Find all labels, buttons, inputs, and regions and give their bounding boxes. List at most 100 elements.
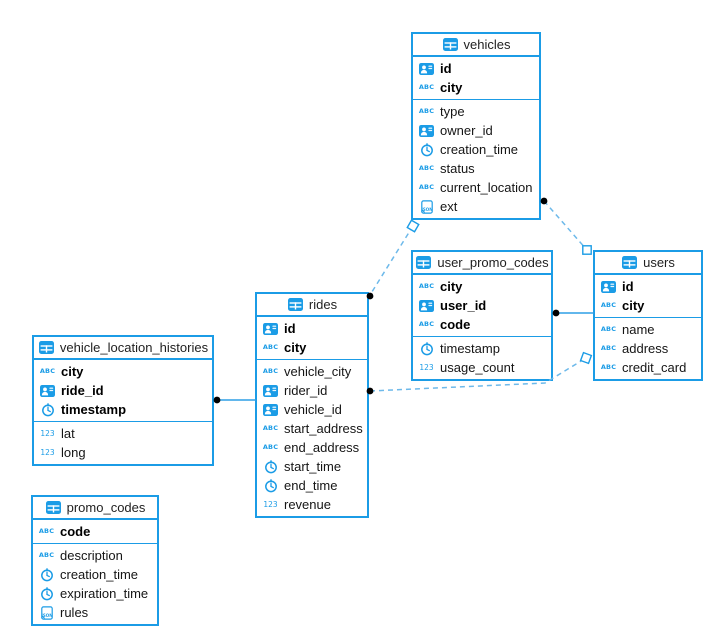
table-icon [442,38,459,51]
column-row[interactable]: ABC address [595,339,701,358]
column-label: revenue [284,497,331,512]
id-badge-icon [600,280,617,293]
column-row[interactable]: ride_id [34,381,212,400]
table-icon [38,341,55,354]
text-type-icon: ABC [262,424,279,433]
column-row[interactable]: id [413,59,539,78]
column-row[interactable]: id [257,319,367,338]
column-label: user_id [440,298,487,313]
column-row[interactable]: JSON rules [33,603,157,622]
id-badge-icon [39,384,56,397]
column-label: expiration_time [60,586,149,601]
column-row[interactable]: ABC vehicle_city [257,362,367,381]
relationship-rides-users[interactable] [369,357,587,392]
column-label: name [622,322,655,337]
text-type-icon: ABC [418,320,435,329]
column-row[interactable]: end_time [257,476,367,495]
column-row[interactable]: expiration_time [33,584,157,603]
column-row[interactable]: timestamp [34,400,212,419]
column-label: id [440,61,452,76]
text-type-icon: ABC [38,551,55,560]
column-row[interactable]: creation_time [413,140,539,159]
column-row[interactable]: JSON ext [413,197,539,216]
column-row[interactable]: start_time [257,457,367,476]
table-icon [415,256,432,269]
column-label: start_address [284,421,363,436]
text-type-icon: ABC [600,344,617,353]
id-badge-icon [262,322,279,335]
column-row[interactable]: ABC start_address [257,419,367,438]
json-icon: JSON [38,605,55,620]
column-row[interactable]: vehicle_id [257,400,367,419]
column-label: timestamp [440,341,500,356]
column-label: status [440,161,475,176]
relationship-vehicles-users[interactable] [543,200,588,251]
column-row[interactable]: user_id [413,296,551,315]
column-label: credit_card [622,360,687,375]
column-label: creation_time [60,567,139,582]
column-row[interactable]: owner_id [413,121,539,140]
column-row[interactable]: id [595,277,701,296]
clock-icon [262,459,279,474]
table-header[interactable]: vehicle_location_histories [34,337,212,360]
id-badge-icon [418,124,435,137]
relationship-vehicles-rides[interactable] [369,225,414,296]
table-icon [287,298,304,311]
column-label: creation_time [440,142,519,157]
json-icon: JSON [418,199,435,214]
table-header[interactable]: vehicles [413,34,539,57]
text-type-icon: ABC [262,367,279,376]
text-type-icon: ABC [600,325,617,334]
column-row[interactable]: rider_id [257,381,367,400]
column-row[interactable]: creation_time [33,565,157,584]
text-type-icon: ABC [262,343,279,352]
table-header[interactable]: promo_codes [33,497,157,520]
text-type-icon: ABC [38,527,55,536]
id-badge-icon [262,384,279,397]
column-label: ride_id [61,383,104,398]
column-label: rules [60,605,89,620]
column-label: vehicle_city [284,364,352,379]
table-name: users [643,255,675,270]
column-label: long [61,445,86,460]
column-row[interactable]: ABC name [595,320,701,339]
table-header[interactable]: users [595,252,701,275]
table-header[interactable]: user_promo_codes [413,252,551,275]
column-label: city [440,80,463,95]
clock-icon [38,567,55,582]
column-row[interactable]: timestamp [413,339,551,358]
table-header[interactable]: rides [257,294,367,317]
column-label: address [622,341,669,356]
table-name: user_promo_codes [437,255,549,270]
